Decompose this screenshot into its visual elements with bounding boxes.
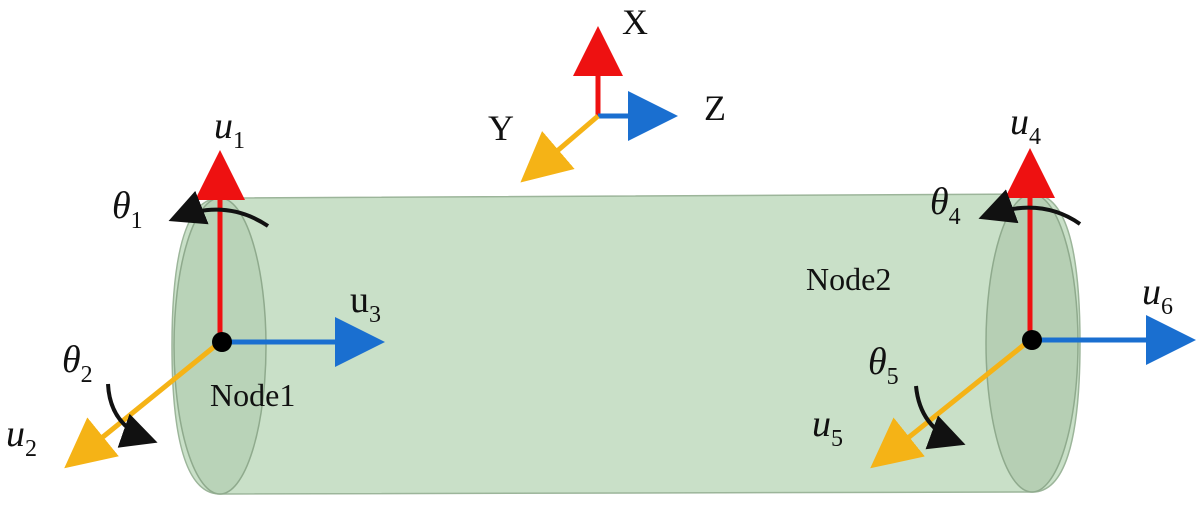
global-axes: X Z Y (488, 2, 726, 183)
node1-dofs: u1 θ1 u3 θ2 u2 Node1 (6, 105, 385, 469)
node2-point (1022, 330, 1042, 350)
global-x-label: X (622, 2, 648, 42)
u2-arrow (64, 340, 222, 469)
u5-label: u5 (812, 403, 843, 452)
node2-dofs: u4 θ4 Node2 u6 θ5 u5 (806, 101, 1196, 469)
global-y-label: Y (488, 108, 514, 148)
theta4-rotation-arrow (978, 189, 1082, 226)
u2-label: u2 (6, 413, 37, 462)
theta5-label: θ5 (868, 341, 899, 390)
theta1-label: θ1 (112, 185, 143, 234)
u1-label: u1 (214, 105, 245, 154)
global-y-axis-arrow (520, 114, 600, 183)
u4-label: u4 (1010, 101, 1041, 150)
theta2-label: θ2 (62, 339, 93, 388)
u3-label: u3 (350, 279, 381, 328)
node1-point (212, 332, 232, 352)
global-z-label: Z (704, 88, 726, 128)
theta5-rotation-arrow (914, 385, 966, 450)
theta2-rotation-arrow (106, 383, 158, 448)
cylinder (171, 193, 1081, 495)
theta4-label: θ4 (930, 181, 961, 230)
u5-arrow (870, 338, 1032, 469)
theta1-rotation-arrow (168, 190, 270, 228)
node2-label: Node2 (806, 261, 891, 297)
node1-label: Node1 (210, 377, 295, 413)
u6-label: u6 (1142, 271, 1173, 320)
